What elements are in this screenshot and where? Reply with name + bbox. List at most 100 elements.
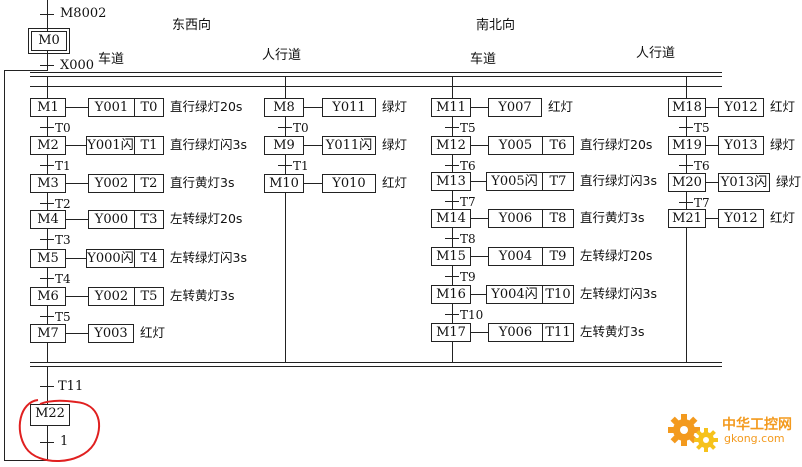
transition-bar-t8-13	[445, 238, 459, 239]
step-m19: M19	[668, 136, 706, 155]
desc-m12: 直行绿灯20s	[580, 137, 653, 152]
connector-m11	[471, 107, 488, 108]
header-ns-lane: 车道	[470, 52, 497, 67]
output-m7: Y003	[88, 324, 134, 343]
transition-bar-x000	[40, 65, 54, 66]
transition-bar-m8002	[40, 14, 54, 15]
transition-bar-t6-11	[445, 165, 459, 166]
transition-label-t5-17: T5	[694, 121, 710, 135]
transition-bar-t4-4	[40, 278, 54, 279]
timer-m2: T1	[134, 136, 164, 155]
parallel-divergence-line-1	[30, 72, 722, 73]
timer-m15: T9	[542, 247, 574, 266]
step-m2: M2	[30, 136, 66, 155]
transition-label-t6-18: T6	[694, 159, 710, 173]
connector-m21	[706, 218, 718, 219]
desc-m14: 直行黄灯3s	[580, 210, 645, 225]
top-wire	[47, 0, 48, 32]
connector-m2	[66, 145, 86, 146]
timer-m5: T4	[134, 249, 164, 268]
loopback-wire	[4, 70, 5, 460]
desc-m7: 红灯	[140, 325, 166, 340]
desc-m6: 左转黄灯3s	[170, 288, 235, 303]
transition-bar-t2-2	[40, 203, 54, 204]
desc-m19: 绿灯	[770, 137, 796, 152]
output-m8: Y011	[322, 98, 376, 117]
step-m14: M14	[431, 209, 471, 228]
transition-bar-t1-8	[278, 165, 292, 166]
output-m14: Y006	[488, 209, 542, 228]
watermark-cn: 中华工控网	[722, 417, 792, 433]
timer-m1: T0	[134, 98, 164, 117]
output-m20: Y013闪	[718, 173, 770, 192]
transition-label-x000: X000	[60, 58, 95, 73]
step-m20: M20	[668, 173, 706, 192]
connector-m3	[66, 183, 88, 184]
desc-m3: 直行黄灯3s	[170, 175, 235, 190]
transition-bar-t5-5	[40, 316, 54, 317]
m22-wire	[47, 426, 48, 460]
header-ew-lane: 车道	[98, 52, 125, 67]
desc-m20: 绿灯	[776, 174, 802, 189]
branch-wire-ew-ped	[285, 77, 286, 362]
timer-m12: T6	[542, 136, 574, 155]
header-rule	[30, 86, 722, 87]
desc-m4: 左转绿灯20s	[170, 211, 243, 226]
timer-m4: T3	[134, 210, 164, 229]
transition-bar-t7-12	[445, 201, 459, 202]
transition-label-t5-10: T5	[460, 121, 476, 135]
output-m10: Y010	[322, 174, 376, 193]
transition-bar-t9-14	[445, 276, 459, 277]
desc-m5: 左转绿灯闪3s	[170, 250, 247, 265]
transition-bar-t5-17	[679, 127, 693, 128]
output-m11: Y007	[488, 98, 542, 117]
connector-m9	[304, 145, 322, 146]
initial-step-m0: M0	[28, 28, 70, 54]
transition-label-t6-11: T6	[460, 159, 476, 173]
desc-m15: 左转绿灯20s	[580, 248, 653, 263]
timer-m14: T8	[542, 209, 574, 228]
output-m4: Y000	[88, 210, 134, 229]
timer-m13: T7	[542, 172, 574, 191]
desc-m17: 左转黄灯3s	[580, 324, 645, 339]
output-m16: Y004闪	[486, 285, 542, 304]
output-m9: Y011闪	[322, 136, 376, 155]
step-m11: M11	[431, 98, 471, 117]
step-m22: M22	[30, 404, 70, 426]
watermark-url: gkong.com	[724, 432, 785, 445]
parallel-convergence-line-1	[30, 362, 722, 363]
transition-bar-t5-10	[445, 127, 459, 128]
desc-m2: 直行绿灯闪3s	[170, 137, 247, 152]
desc-m18: 红灯	[770, 99, 796, 114]
output-m2: Y001闪	[86, 136, 134, 155]
step-m16: M16	[431, 285, 471, 304]
connector-m13	[471, 181, 486, 182]
transition-label-t2-2: T2	[55, 197, 71, 211]
step-m12: M12	[431, 136, 471, 155]
transition-bar-t3-3	[40, 239, 54, 240]
desc-m8: 绿灯	[382, 99, 408, 114]
output-m18: Y012	[718, 98, 764, 117]
transition-label-t1-1: T1	[55, 159, 71, 173]
connector-m17	[471, 332, 488, 333]
parallel-divergence-line-2	[30, 76, 722, 77]
header-ew-ped: 人行道	[262, 48, 302, 63]
connector-m8	[304, 107, 322, 108]
connector-m18	[706, 107, 718, 108]
transition-label-t4-4: T4	[55, 272, 71, 286]
loopback-bottom	[4, 460, 48, 461]
transition-bar-t11	[40, 386, 54, 387]
output-m17: Y006	[488, 323, 542, 342]
connector-m6	[66, 296, 88, 297]
desc-m10: 红灯	[382, 175, 408, 190]
connector-m10	[304, 183, 322, 184]
connector-m12	[471, 145, 488, 146]
timer-m17: T11	[542, 323, 574, 342]
timer-m16: T10	[542, 285, 574, 304]
transition-label-t5-5: T5	[55, 310, 71, 324]
transition-label-t9-14: T9	[460, 270, 476, 284]
transition-label-t11: T11	[58, 379, 84, 394]
connector-m16	[471, 294, 486, 295]
